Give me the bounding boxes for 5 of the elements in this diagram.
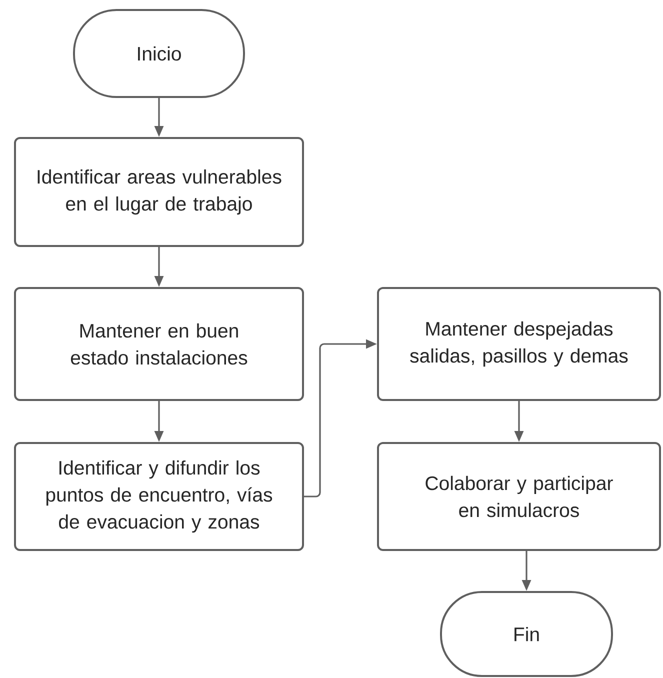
process-box: Mantener despejadas salidas, pasillos y demas: [377, 287, 661, 401]
process-box: Identificar areas vulnerables en el lugar de trabajo: [14, 137, 304, 247]
process-box: Mantener en buen estado instalaciones: [14, 287, 304, 401]
process-box: Identificar y difundir los puntos de encuentro, vías de evacuacion y zonas: [14, 442, 304, 551]
process-box: Colaborar y participar en simulacros: [377, 442, 661, 551]
